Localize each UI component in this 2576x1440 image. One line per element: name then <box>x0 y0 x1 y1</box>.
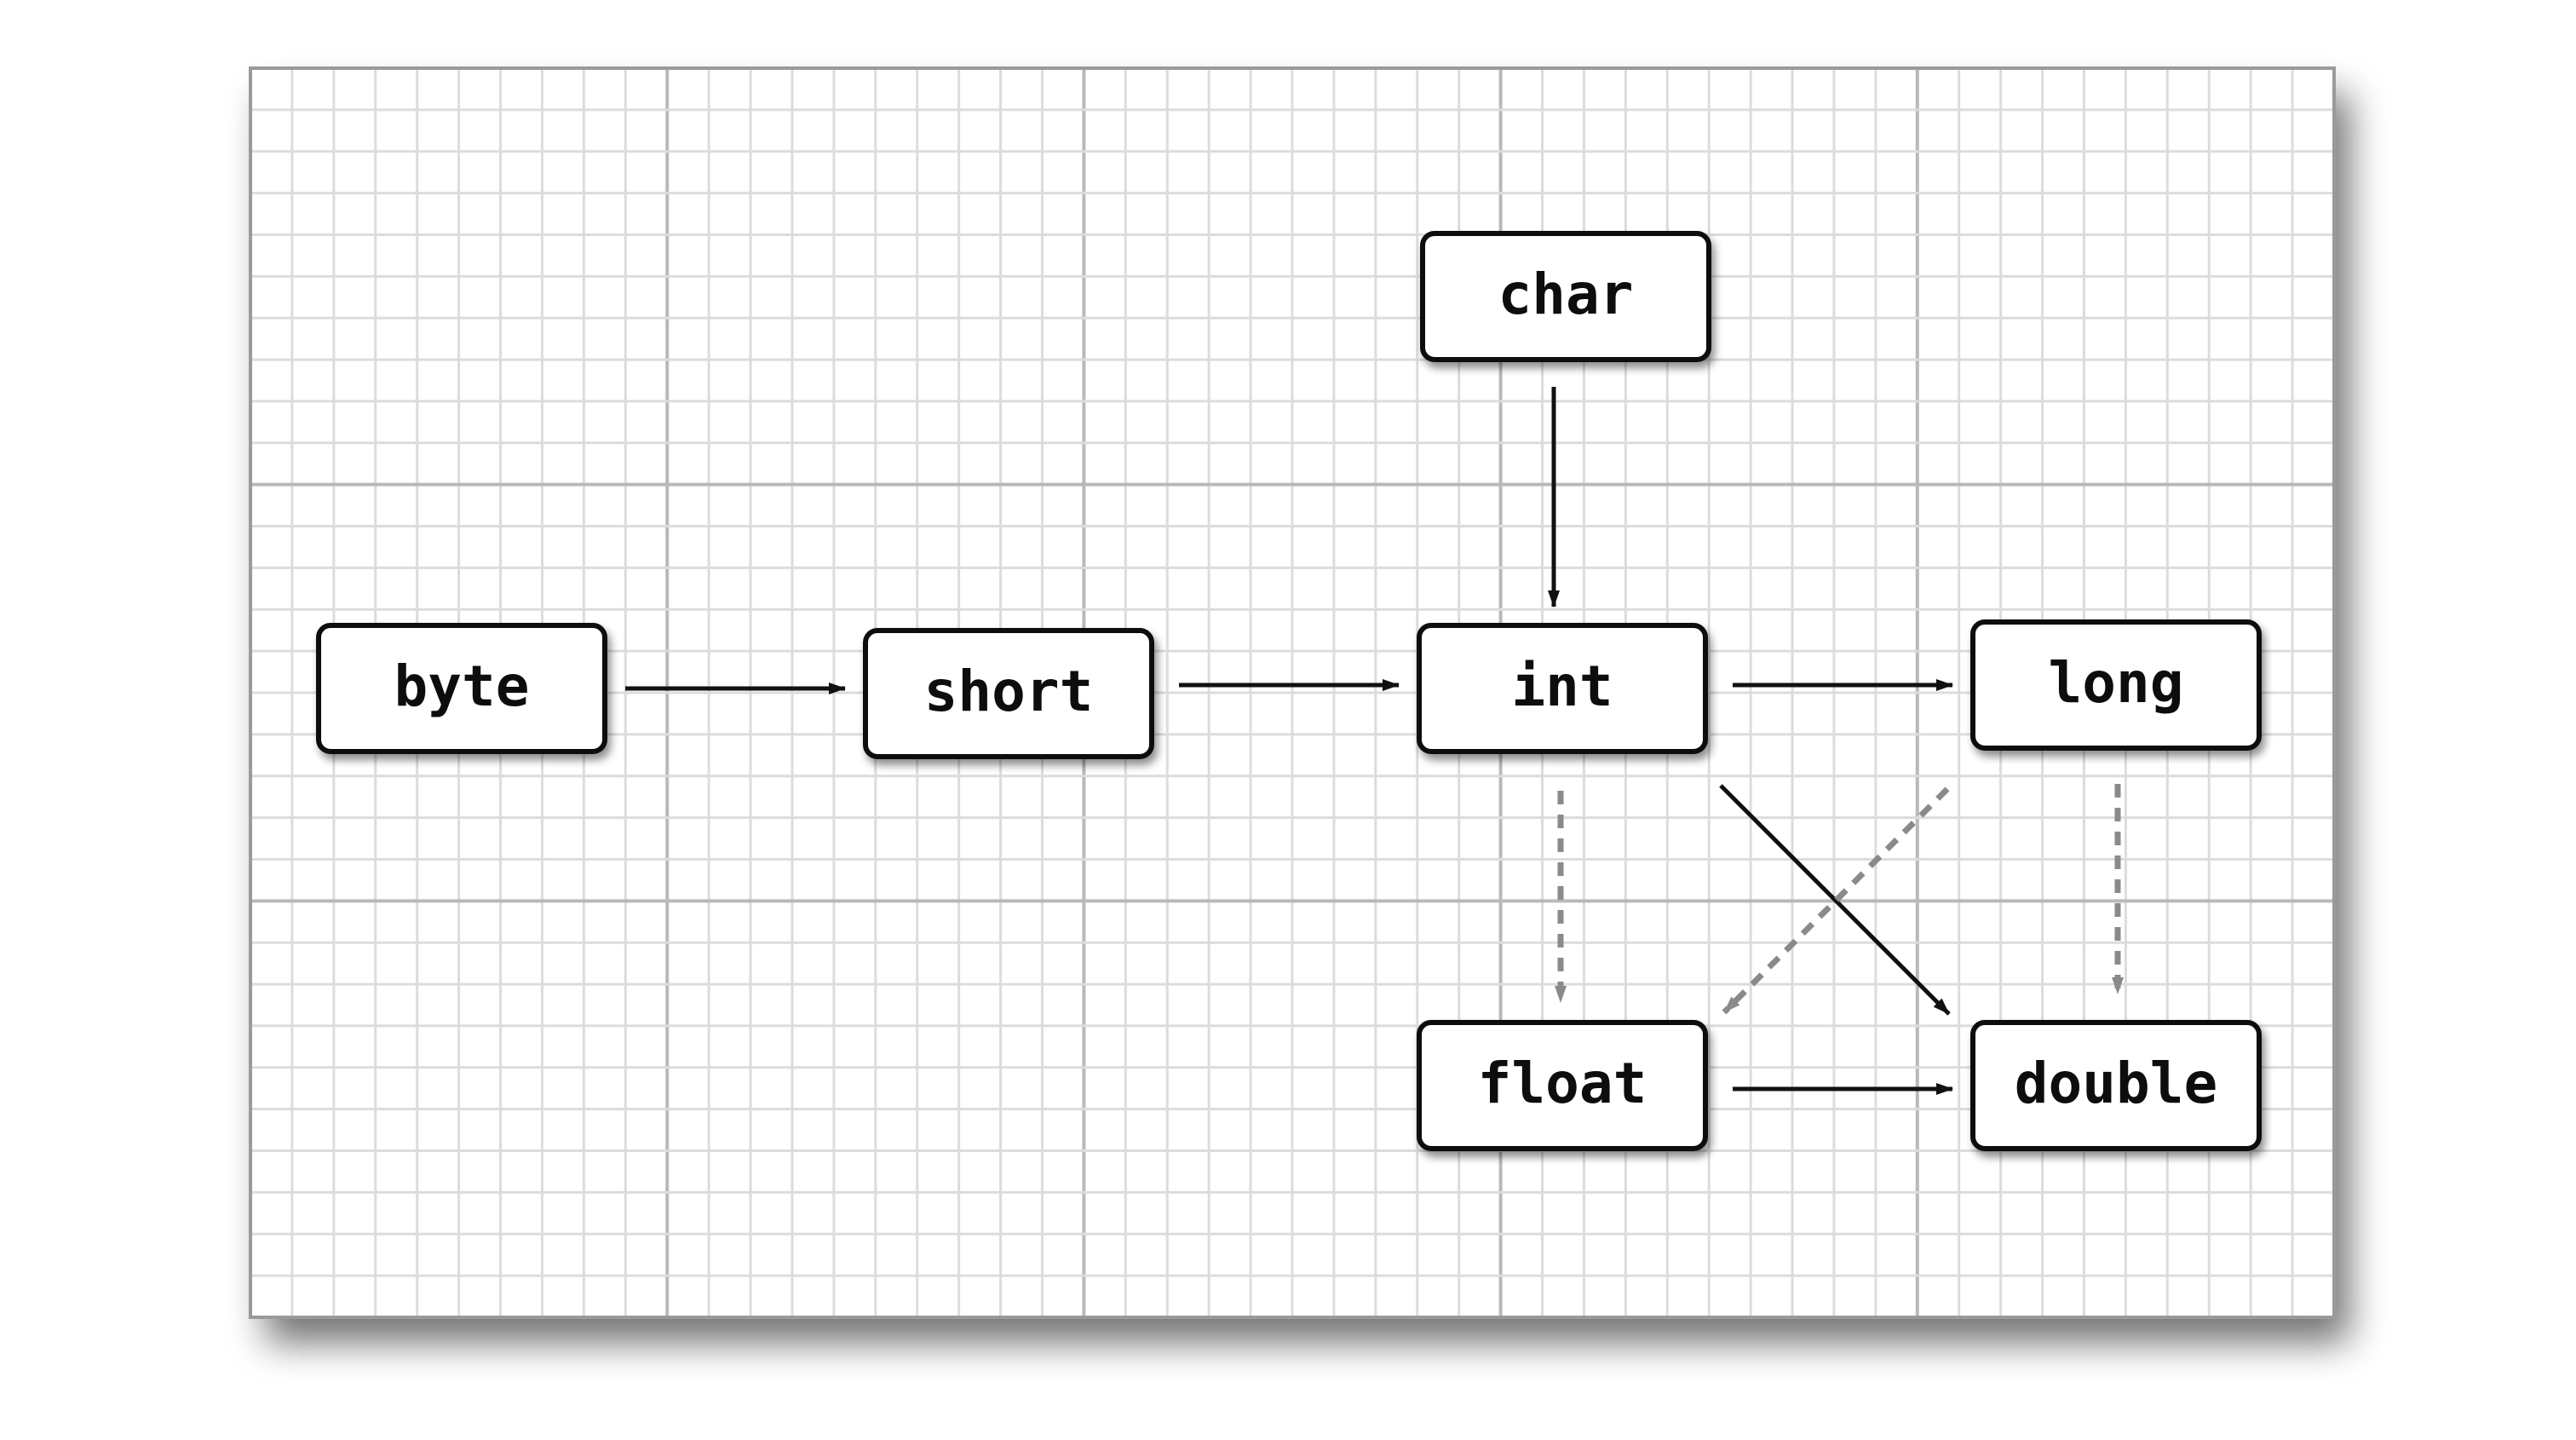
node-label-double: double <box>2015 1051 2217 1116</box>
grid-sheet-border <box>249 66 2336 1319</box>
node-byte: byte <box>316 623 607 754</box>
node-label-float: float <box>1478 1051 1647 1116</box>
edges <box>625 387 2124 1095</box>
edge-int-to-double <box>1719 784 1951 1016</box>
node-long: long <box>1970 619 2262 751</box>
node-label-short: short <box>924 659 1094 724</box>
node-int: int <box>1417 623 1708 754</box>
edge-long-to-float <box>1722 786 1950 1015</box>
node-label-byte: byte <box>394 654 530 719</box>
node-float: float <box>1417 1020 1708 1151</box>
node-short: short <box>863 628 1154 759</box>
node-char: char <box>1420 231 1711 362</box>
node-double: double <box>1970 1020 2262 1151</box>
node-label-char: char <box>1498 262 1634 327</box>
node-label-long: long <box>2049 650 2184 716</box>
grid-lines <box>250 68 2334 1317</box>
node-label-int: int <box>1511 654 1613 719</box>
